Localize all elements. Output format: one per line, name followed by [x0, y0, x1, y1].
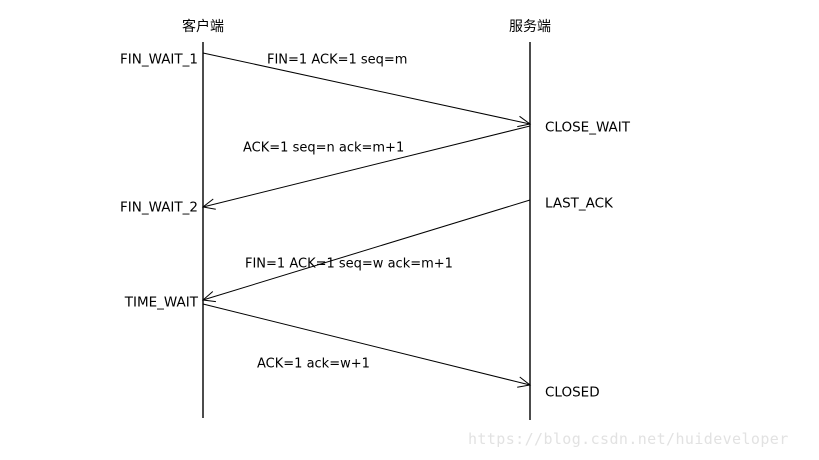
state-label-close-wait: CLOSE_WAIT — [545, 119, 631, 136]
arrow-head-msg-4 — [517, 376, 532, 388]
watermark-url: https://blog.csdn.net/huideveloper — [468, 430, 789, 448]
state-label-closed: CLOSED — [545, 384, 600, 401]
state-label-fin-wait-2: FIN_WAIT_2 — [119, 199, 198, 216]
state-label-fin-wait-1: FIN_WAIT_1 — [119, 51, 198, 68]
lifelines-group — [202, 42, 531, 420]
message-label-msg-4: ACK=1 ack=w+1 — [257, 356, 370, 372]
message-label-msg-2: ACK=1 seq=n ack=m+1 — [243, 140, 405, 156]
arrow-line-msg-1 — [202, 52, 531, 125]
state-label-time-wait: TIME_WAIT — [124, 294, 198, 311]
state-label-last-ack: LAST_ACK — [545, 195, 613, 212]
arrow-line-msg-3 — [202, 199, 531, 301]
message-label-msg-1: FIN=1 ACK=1 seq=m — [267, 52, 408, 68]
arrow-head-msg-3 — [201, 291, 216, 303]
message-arrows-group — [201, 52, 532, 388]
message-label-msg-3: FIN=1 ACK=1 seq=w ack=m+1 — [245, 256, 453, 272]
actor-title-client: 客户端 — [182, 19, 224, 35]
arrow-line-msg-2 — [202, 125, 531, 208]
actor-title-server: 服务端 — [509, 19, 551, 35]
arrow-line-msg-4 — [202, 303, 531, 386]
arrow-head-msg-2 — [201, 198, 216, 210]
arrow-head-msg-1 — [517, 115, 532, 128]
